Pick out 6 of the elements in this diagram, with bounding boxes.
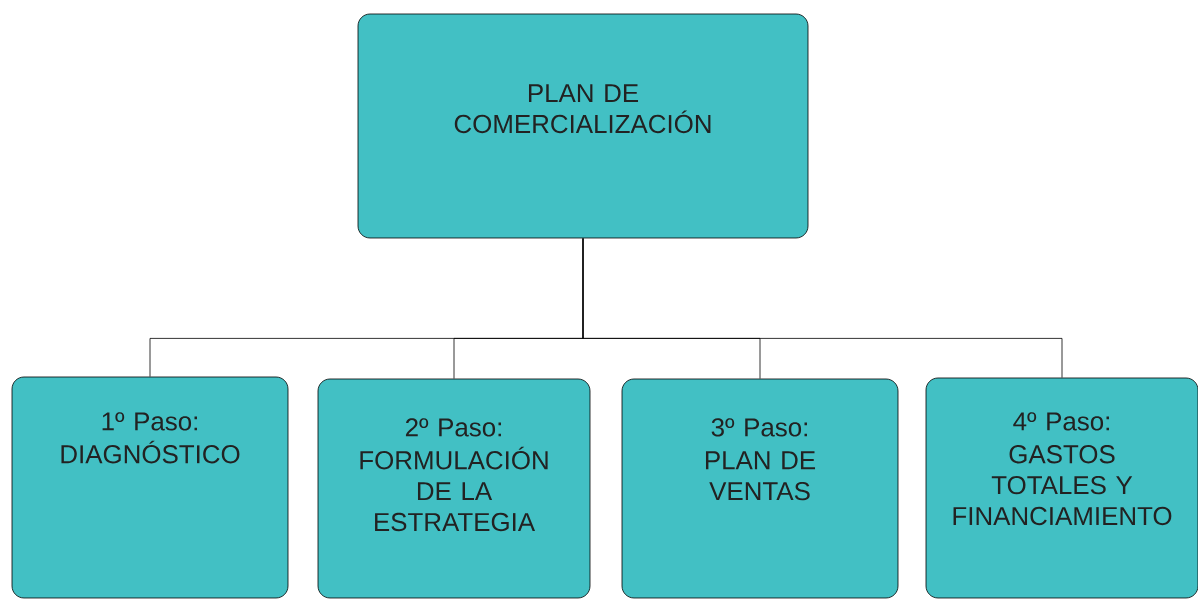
process-box: 3º Paso: PLAN DE VENTAS <box>621 378 899 599</box>
process-box: 2º Paso: FORMULACIÓN DE LA ESTRATEGIA <box>317 378 591 599</box>
process-box: 1º Paso: DIAGNÓSTICO <box>11 376 289 599</box>
process-box: 4º Paso: GASTOS TOTALES Y FINANCIAMIENTO <box>925 377 1198 599</box>
connector-line <box>582 238 1063 378</box>
process-box: PLAN DE COMERCIALIZACIÓN <box>357 13 809 239</box>
